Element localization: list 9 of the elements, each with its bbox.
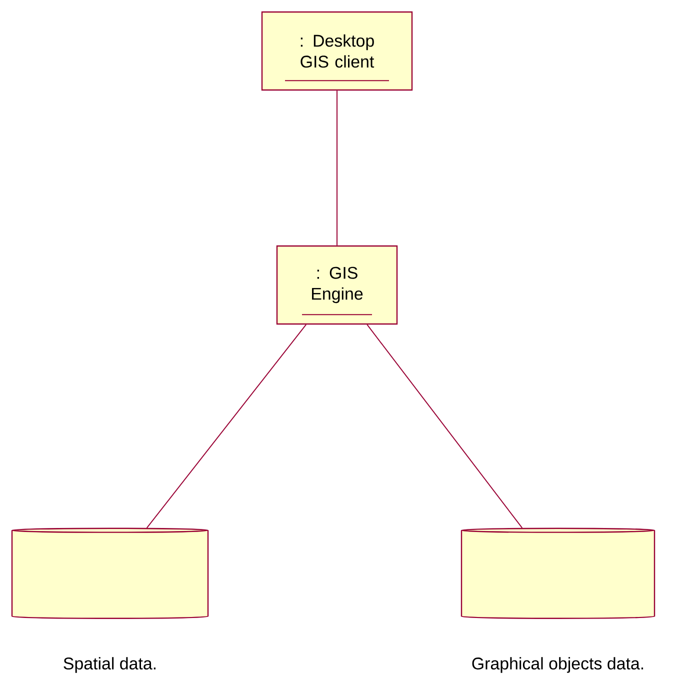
- connector-line: [146, 324, 307, 528]
- node-label: Graphical objects data.: [472, 657, 644, 673]
- database-cylinder: [460, 528, 656, 619]
- database-cylinder: [11, 528, 209, 619]
- connector-line: [336, 90, 338, 246]
- object-box: : GIS Engine: [276, 245, 398, 325]
- object-box: : Desktop GIS client: [261, 11, 413, 91]
- node-label: Spatial data.: [64, 657, 156, 673]
- connector-line: [366, 324, 523, 528]
